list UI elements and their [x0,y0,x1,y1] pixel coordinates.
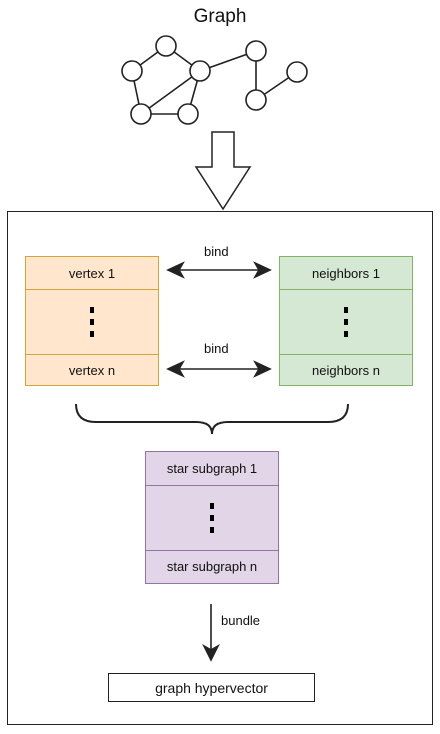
divider [26,354,158,355]
graph-node [245,40,267,62]
graph-sketch-icon [121,35,308,125]
graph-node [121,60,143,82]
hollow-down-arrow-icon [194,131,252,211]
graph-node [189,60,211,82]
down-arrow-icon [202,604,220,662]
graph-node [286,61,308,83]
star-subgraph-first: star subgraph 1 [166,461,258,476]
neighbors-stack: neighbors 1 neighbors n [279,256,413,386]
vertex-first: vertex 1 [68,265,116,281]
encoding-frame [7,211,433,725]
neighbors-last: neighbors n [312,362,380,378]
star-subgraph-stack: star subgraph 1 star subgraph n [145,451,279,584]
bind-label-bottom: bind [204,341,229,356]
vertical-ellipsis-icon [146,486,278,550]
divider [280,289,412,290]
divider [146,485,278,486]
divider [146,550,278,551]
graph-title: Graph [193,6,247,27]
vertex-stack: vertex 1 vertex n [25,256,159,386]
divider [280,354,412,355]
graph-edge [140,70,201,115]
double-arrow-icon [166,261,272,279]
vertical-ellipsis-icon [280,290,412,354]
graph-node [177,103,199,125]
curly-brace-icon [75,403,349,435]
divider [26,289,158,290]
graph-node [155,35,177,57]
neighbors-first: neighbors 1 [312,265,380,281]
graph-node [245,89,267,111]
vertical-ellipsis-icon [26,290,158,354]
graph-node [130,103,152,125]
double-arrow-icon [166,360,272,378]
bundle-label: bundle [221,613,261,628]
star-subgraph-last: star subgraph n [166,559,258,574]
vertex-last: vertex n [68,362,116,378]
graph-hypervector-box: graph hypervector [108,673,315,702]
bind-label-top: bind [204,244,229,259]
